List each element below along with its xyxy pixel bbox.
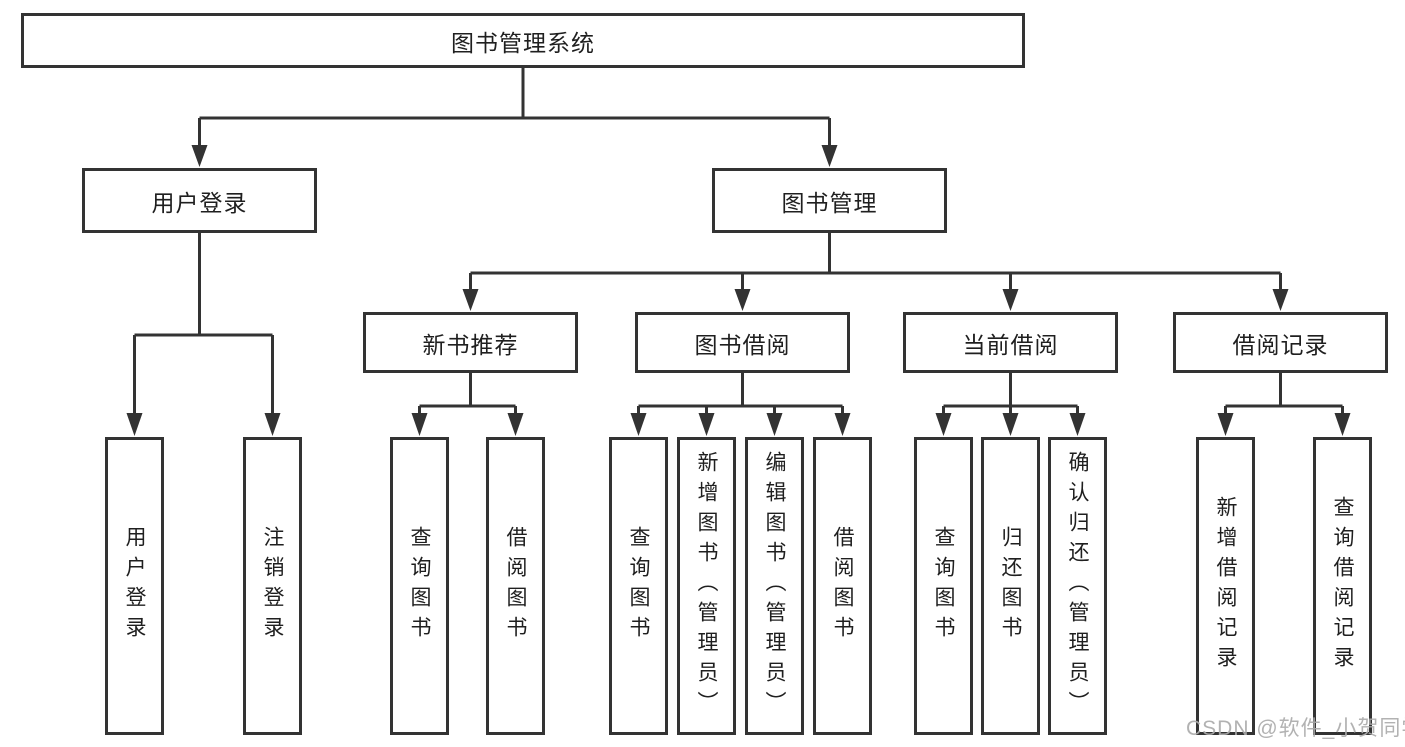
node-book-borrowing: 图书借阅 xyxy=(635,312,850,373)
connector-current-borrowing xyxy=(935,373,1086,436)
arrow-down-icon xyxy=(1002,413,1019,436)
arrow-down-icon xyxy=(698,413,715,436)
node-user-login: 用户登录 xyxy=(82,168,317,233)
arrow-down-icon xyxy=(935,413,952,436)
arrow-down-icon xyxy=(1272,289,1289,311)
node-borrowing-records: 借阅记录 xyxy=(1173,312,1388,373)
csdn-watermark: CSDN @软件_小贺同学 xyxy=(1186,717,1405,740)
connector-root-to-level2 xyxy=(191,68,838,167)
arrow-down-icon xyxy=(126,413,143,436)
node-new-book-recommend: 新书推荐 xyxy=(363,312,578,373)
arrow-down-icon xyxy=(191,145,208,167)
arrow-down-icon xyxy=(1069,413,1086,436)
arrow-down-icon xyxy=(1002,289,1019,311)
arrow-down-icon xyxy=(1217,413,1234,436)
connector-book-management-to-sections xyxy=(462,233,1289,311)
leaf-logout: 注销登录 xyxy=(243,437,302,735)
leaf-query-books-recommend: 查询图书 xyxy=(390,437,449,735)
arrow-down-icon xyxy=(1334,413,1351,436)
leaf-add-books-admin: 新增图书（管理员） xyxy=(677,437,736,735)
arrow-down-icon xyxy=(507,413,524,436)
leaf-query-books-current: 查询图书 xyxy=(914,437,973,735)
leaf-return-books: 归还图书 xyxy=(981,437,1040,735)
connector-user-login-branch xyxy=(126,233,281,436)
leaf-borrow-books: 借阅图书 xyxy=(813,437,872,735)
arrow-down-icon xyxy=(411,413,428,436)
connector-book-borrowing xyxy=(630,373,851,436)
arrow-down-icon xyxy=(766,413,783,436)
leaf-query-borrow-record: 查询借阅记录 xyxy=(1313,437,1372,735)
leaf-user-login: 用户登录 xyxy=(105,437,164,735)
leaf-query-books-borrow: 查询图书 xyxy=(609,437,668,735)
leaf-borrow-books-recommend: 借阅图书 xyxy=(486,437,545,735)
node-root-system: 图书管理系统 xyxy=(21,13,1025,68)
arrow-down-icon xyxy=(264,413,281,436)
arrow-down-icon xyxy=(734,289,751,311)
arrow-down-icon xyxy=(630,413,647,436)
connector-borrowing-records xyxy=(1217,373,1351,436)
node-current-borrowing: 当前借阅 xyxy=(903,312,1118,373)
leaf-add-borrow-record: 新增借阅记录 xyxy=(1196,437,1255,735)
leaf-edit-books-admin: 编辑图书（管理员） xyxy=(745,437,804,735)
connector-new-book-recommend xyxy=(411,373,524,436)
arrow-down-icon xyxy=(834,413,851,436)
arrow-down-icon xyxy=(821,145,838,167)
arrow-down-icon xyxy=(462,289,479,311)
leaf-confirm-return-admin: 确认归还（管理员） xyxy=(1048,437,1107,735)
node-book-management: 图书管理 xyxy=(712,168,947,233)
